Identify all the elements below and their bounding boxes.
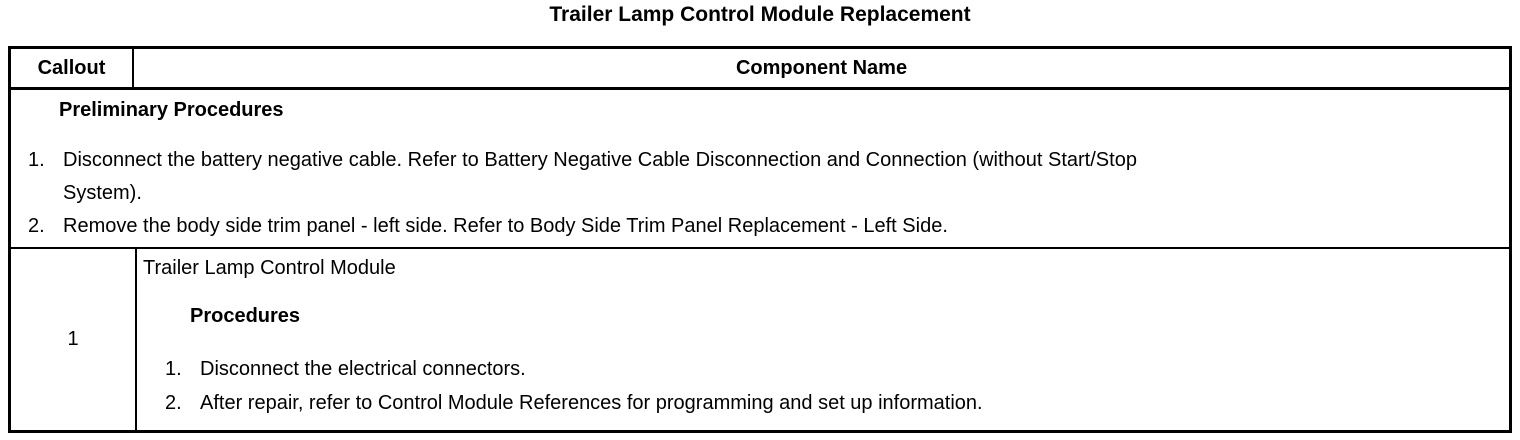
preliminary-procedures-heading: Preliminary Procedures — [59, 99, 284, 121]
component-name-column-header: Component Name — [735, 57, 908, 79]
step-number: 2. — [165, 392, 182, 414]
document-title: Trailer Lamp Control Module Replacement — [549, 3, 971, 26]
procedures-heading: Procedures — [190, 305, 301, 327]
table-header-row: Callout Component Name — [11, 49, 1509, 90]
preliminary-step-item: 1. Disconnect the battery negative cable… — [11, 144, 1509, 210]
component-name: Trailer Lamp Control Module — [143, 257, 396, 279]
preliminary-steps-list: 1. Disconnect the battery negative cable… — [11, 144, 1509, 243]
step-number: 1. — [28, 149, 45, 171]
component-step-item: 2. After repair, refer to Control Module… — [143, 386, 1499, 420]
step-number: 2. — [28, 215, 45, 237]
preliminary-procedures-row: Preliminary Procedures 1. Disconnect the… — [11, 90, 1509, 249]
preliminary-step-item: 2. Remove the body side trim panel - lef… — [11, 210, 1509, 243]
step-number: 1. — [165, 358, 182, 380]
component-name-cell: Trailer Lamp Control Module Procedures 1… — [137, 249, 1509, 430]
component-table: Callout Component Name Preliminary Proce… — [8, 46, 1512, 433]
component-step-item: 1. Disconnect the electrical connectors. — [143, 352, 1499, 386]
callout-column-header: Callout — [11, 49, 134, 87]
step-text: Disconnect the electrical connectors. — [200, 358, 526, 380]
step-text: Disconnect the battery negative cable. R… — [63, 149, 1137, 204]
callout-cell: 1 — [11, 249, 137, 430]
step-text: After repair, refer to Control Module Re… — [200, 392, 983, 414]
component-row: 1 Trailer Lamp Control Module Procedures… — [11, 249, 1509, 430]
step-text: Remove the body side trim panel - left s… — [63, 215, 948, 237]
component-steps-list: 1. Disconnect the electrical connectors.… — [143, 352, 1499, 420]
